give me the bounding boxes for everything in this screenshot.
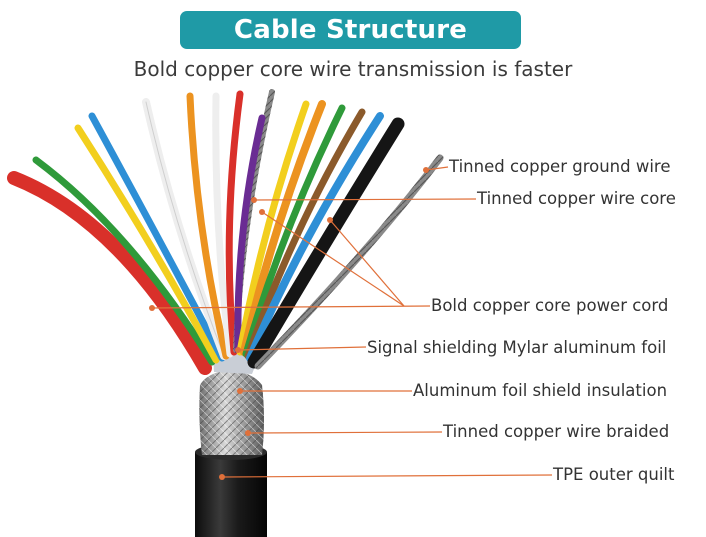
tpe-outer-jacket (195, 444, 267, 537)
orange-wire-2 (240, 100, 326, 356)
purple-wire (234, 114, 266, 354)
leader-lines (151, 166, 553, 478)
green-wire-2 (242, 104, 346, 358)
label-tinned-copper-wire-core: Tinned copper wire core (477, 189, 676, 208)
label-aluminum-foil-shield-insulation: Aluminum foil shield insulation (413, 381, 668, 400)
green-wire (32, 156, 216, 366)
white-wire-edge (145, 101, 225, 357)
black-wire (247, 117, 405, 369)
label-tpe-outer-quilt: TPE outer quilt (553, 465, 675, 484)
leader-dots (149, 167, 429, 480)
label-bold-copper-core-power-cord: Bold copper core power cord (431, 296, 669, 315)
diagram-subtitle: Bold copper core wire transmission is fa… (133, 57, 573, 81)
label-signal-shielding-mylar-aluminum-foil: Signal shielding Mylar aluminum foil (367, 338, 667, 357)
yellow-wire-2 (236, 100, 310, 356)
blue-wire (88, 112, 226, 362)
drain-wire-twist (254, 154, 444, 370)
blue-wire-2 (246, 112, 384, 362)
braided-shield (199, 370, 264, 455)
white-wire-2 (212, 92, 234, 358)
label-tinned-copper-ground-wire: Tinned copper ground wire (449, 157, 671, 176)
orange-wire (186, 92, 230, 360)
red-wire (7, 171, 212, 375)
red-wire-2 (225, 90, 244, 356)
conductor-wires (7, 89, 444, 375)
brown-wire (244, 108, 366, 360)
label-tinned-copper-wire-braided: Tinned copper wire braided (443, 422, 670, 441)
yellow-wire (74, 124, 220, 364)
diagram-title: Cable Structure Diagram (180, 11, 521, 83)
